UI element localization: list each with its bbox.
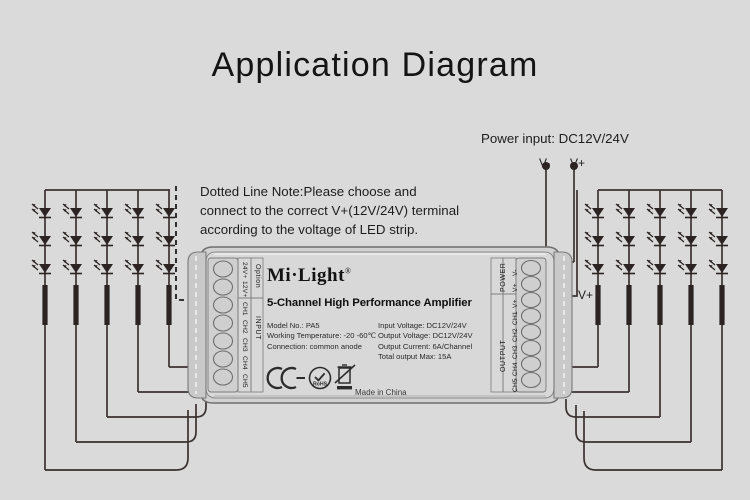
output-terminal-label-vpos: V+ — [512, 299, 519, 308]
left-led-column-2 — [62, 190, 83, 442]
right-led-column-2 — [615, 190, 636, 392]
right-led-column-4 — [677, 190, 698, 442]
power-input-label: Power input: DC12V/24V — [481, 131, 629, 146]
device-specs-left: Model No.: PA5 Working Temperature: -20 … — [267, 321, 376, 352]
device-subtitle: 5-Channel High Performance Amplifier — [267, 297, 472, 309]
rohs-mark: RoHS — [308, 366, 332, 390]
input-terminal-block — [207, 257, 264, 393]
note-line-2: connect to the correct V+(12V/24V) termi… — [200, 203, 460, 218]
left-led-column-4 — [124, 190, 145, 392]
v-positive-terminal-dot — [570, 162, 578, 170]
left-led-column-5 — [155, 190, 176, 367]
left-led-column-1 — [31, 190, 52, 470]
right-rail-vplus-label: V+ — [578, 288, 594, 302]
spec-model-no: Model No.: PA5 — [267, 321, 320, 330]
page-title: Application Diagram — [211, 46, 539, 84]
right-led-column-5 — [708, 190, 729, 470]
right-led-array — [565, 189, 729, 471]
brand-name: Mi·Light — [267, 265, 345, 286]
right-led-column-1 — [584, 190, 605, 367]
amplifier-device: RoHS — [187, 246, 573, 404]
input-terminal-label-ch2: CH2 — [241, 320, 248, 334]
spec-output-current: Output Current: 6A/Channel — [378, 341, 473, 351]
output-terminal-block — [490, 257, 547, 393]
input-terminal-label-ch4: CH4 — [241, 356, 248, 370]
output-terminal-label-ch3: CH3 — [512, 345, 519, 359]
input-terminal-label-24v: 24V+ — [241, 262, 248, 279]
output-terminal-label-ch2: CH2 — [512, 328, 519, 342]
dotted-line-note: Dotted Line Note:Please choose and conne… — [200, 182, 490, 239]
made-in-label: Made in China — [355, 388, 407, 397]
certification-marks: RoHS — [266, 364, 356, 390]
spec-output-voltage: Output Voltage: DC12V/24V — [378, 331, 473, 341]
input-terminal-label-12v: 12V+ — [241, 281, 248, 298]
input-terminal-label-ch3: CH3 — [241, 338, 248, 352]
spec-total-output: Total output Max: 15A — [378, 352, 452, 362]
output-terminal-label-vneg: V- — [512, 269, 519, 276]
svg-text:RoHS: RoHS — [313, 382, 328, 388]
output-terminal-label-vpos-power: V+ — [512, 283, 519, 292]
output-group-label-output: OUTPUT — [500, 339, 507, 372]
device-specs-right: Input Voltage: DC12V/24V Output Voltage:… — [378, 321, 473, 363]
note-line-3: according to the voltage of LED strip. — [200, 222, 419, 237]
spec-input-voltage: Input Voltage: DC12V/24V — [378, 321, 467, 330]
v-negative-terminal-dot — [542, 162, 550, 170]
left-led-array — [31, 189, 207, 471]
output-terminal-label-ch5: CH5 — [512, 378, 519, 392]
brand-logo: Mi·Light® — [267, 265, 351, 287]
ce-mark — [266, 366, 305, 390]
output-terminal-label-ch4: CH4 — [512, 362, 519, 376]
weee-mark — [334, 364, 356, 390]
trademark-symbol: ® — [344, 266, 352, 276]
output-group-label-power: POWER — [500, 262, 507, 292]
input-terminal-label-ch1: CH1 — [241, 302, 248, 316]
spec-working-temperature: Working Temperature: -20 -60℃ — [267, 331, 377, 341]
input-group-label-input: INPUT — [254, 316, 261, 340]
input-group-label-option: Option — [254, 264, 261, 289]
left-led-column-3 — [93, 190, 114, 417]
output-terminal-label-ch1: CH1 — [512, 311, 519, 325]
right-led-column-3 — [646, 190, 667, 417]
spec-connection: Connection: common anode — [267, 341, 362, 351]
input-terminal-label-ch5: CH5 — [241, 374, 248, 388]
note-line-1: Dotted Line Note:Please choose and — [200, 184, 417, 199]
